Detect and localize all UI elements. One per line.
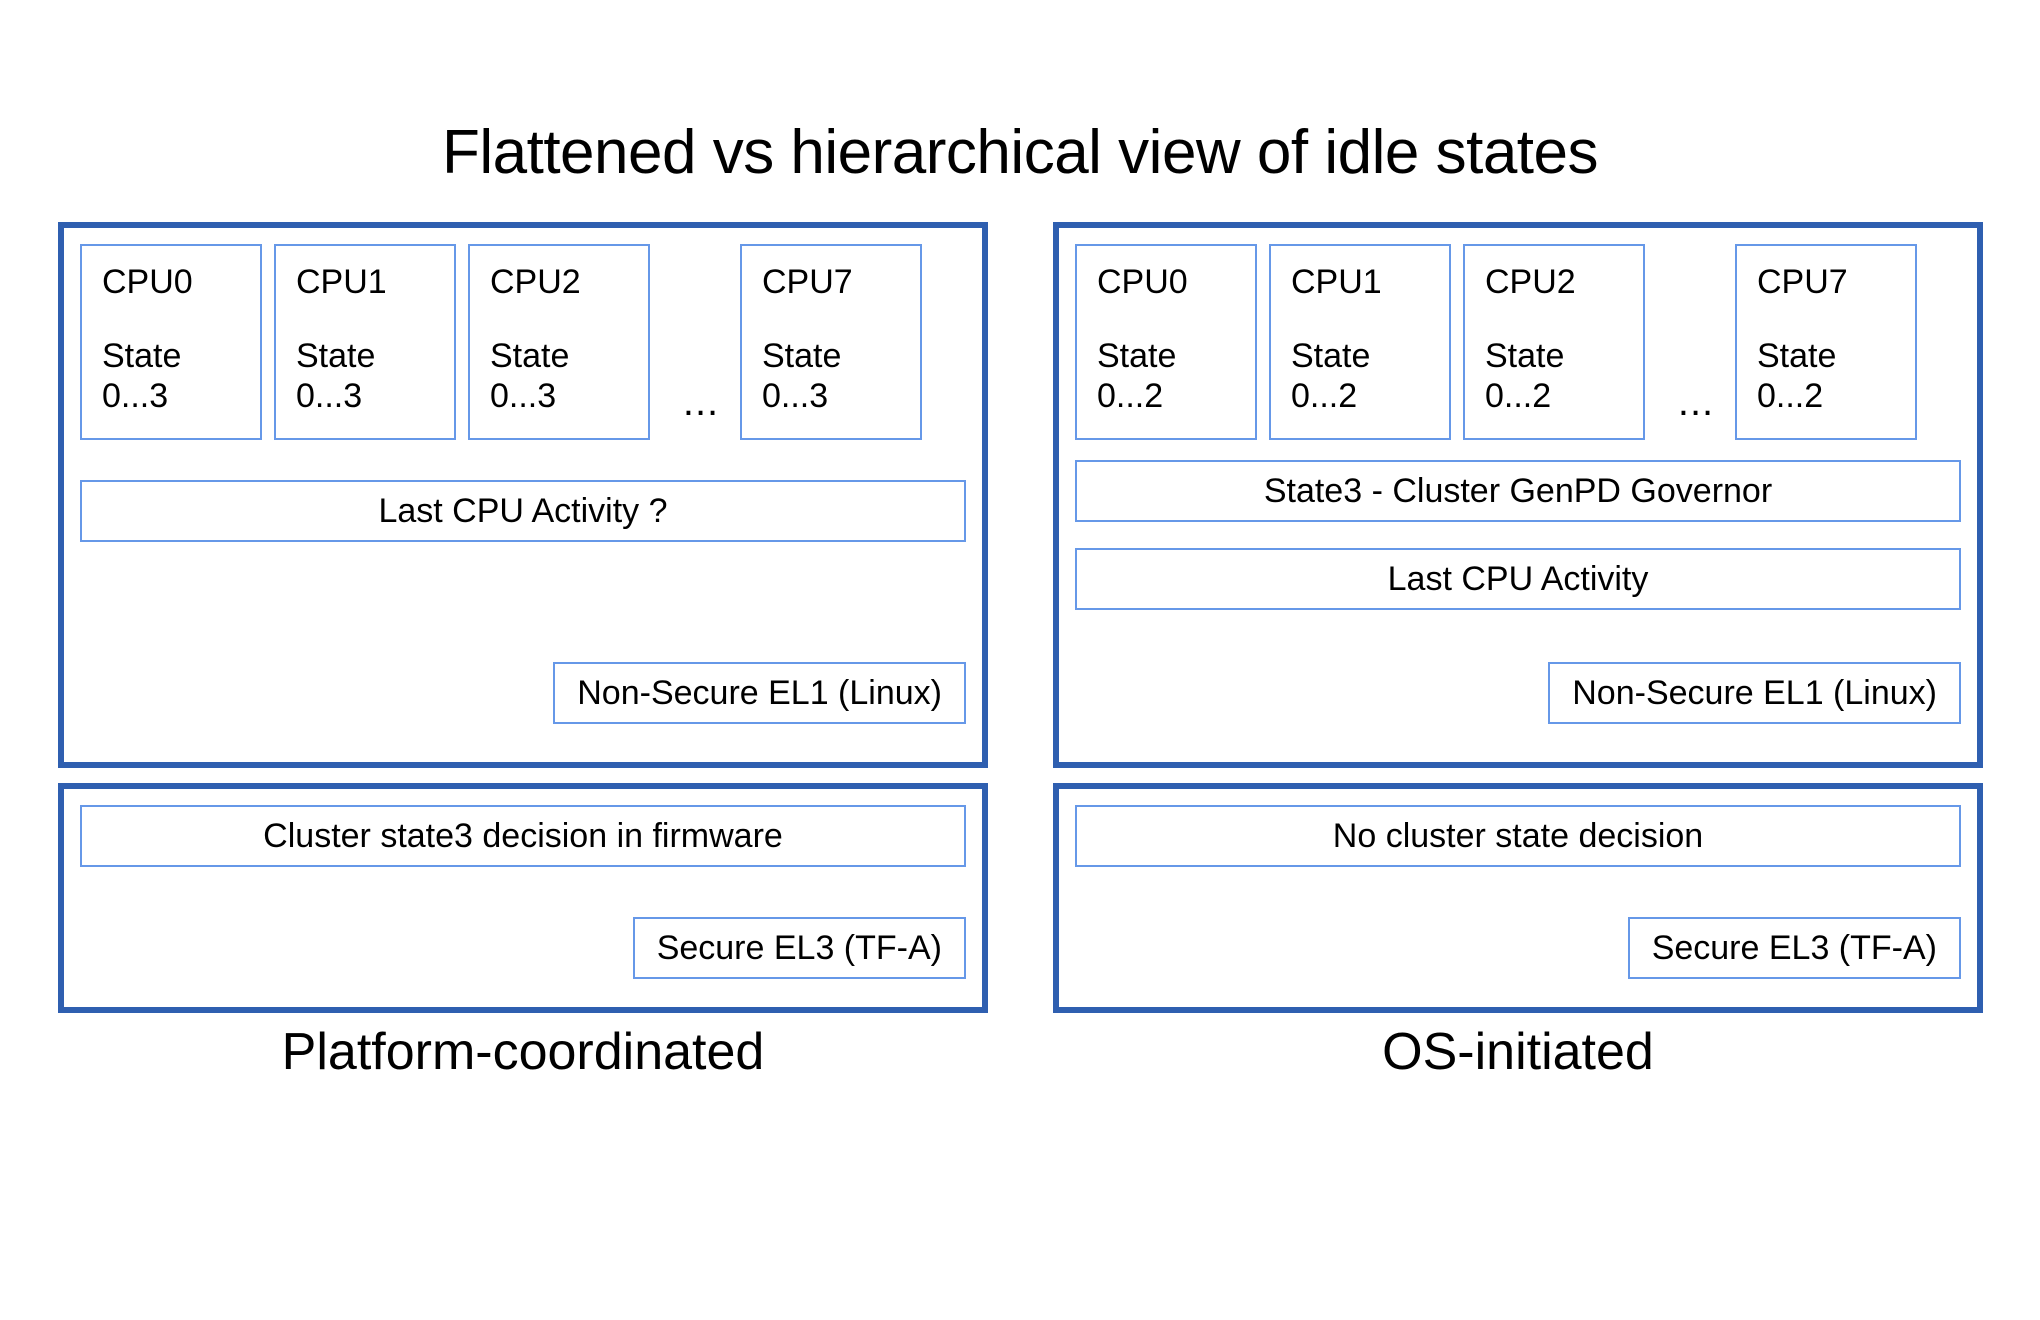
- column-os-initiated: CPU0 State 0...2 CPU1 State 0...2 CPU2: [1053, 222, 1983, 1013]
- cpu-state-label: State: [102, 337, 182, 375]
- cpu-state-range: 0...2: [1757, 377, 1824, 415]
- secure-el3-label: Secure EL3 (TF-A): [632, 917, 966, 979]
- secure-el3-panel: No cluster state decision Secure EL3 (TF…: [1053, 783, 1983, 1013]
- cpu-state-range: 0...2: [1097, 377, 1164, 415]
- cpu-state: State 0...3: [490, 336, 569, 416]
- cpu-name: CPU7: [762, 263, 853, 301]
- cpu-state-label: State: [1097, 337, 1177, 375]
- cpu-box-1[interactable]: CPU1 State 0...3: [274, 244, 456, 440]
- cpu-name: CPU0: [102, 263, 193, 301]
- cpu-name: CPU0: [1097, 263, 1188, 301]
- column-platform-coordinated: CPU0 State 0...3 CPU1 State 0...3 CPU2: [58, 222, 988, 1013]
- cpu-state: State 0...2: [1485, 336, 1564, 416]
- cpu-name: CPU2: [490, 263, 581, 301]
- cpu-box-1[interactable]: CPU1 State 0...2: [1269, 244, 1451, 440]
- cpu-state-range: 0...2: [1485, 377, 1552, 415]
- secure-el3-label: Secure EL3 (TF-A): [1627, 917, 1961, 979]
- cpu-state: State 0...3: [296, 336, 375, 416]
- non-secure-el1-label: Non-Secure EL1 (Linux): [1548, 662, 1961, 724]
- cpu-ellipsis: ...: [682, 380, 720, 424]
- cpu-state-label: State: [1291, 337, 1371, 375]
- non-secure-el1-label-wrap: Non-Secure EL1 (Linux): [1548, 662, 1961, 724]
- cpu-state-range: 0...3: [102, 377, 169, 415]
- cpu-ellipsis: ...: [1677, 380, 1715, 424]
- cpu-box-7[interactable]: CPU7 State 0...3: [740, 244, 922, 440]
- cpu-state-label: State: [762, 337, 842, 375]
- non-secure-el1-panel: CPU0 State 0...3 CPU1 State 0...3 CPU2: [58, 222, 988, 768]
- caption-platform-coordinated: Platform-coordinated: [281, 1023, 765, 1081]
- cpu-row: CPU0 State 0...3 CPU1 State 0...3 CPU2: [80, 244, 966, 444]
- cpu-box-2[interactable]: CPU2 State 0...2: [1463, 244, 1645, 440]
- cpu-state: State 0...3: [102, 336, 181, 416]
- cpu-state-label: State: [490, 337, 570, 375]
- cpu-state-label: State: [1757, 337, 1837, 375]
- last-cpu-activity-box[interactable]: Last CPU Activity: [1075, 548, 1961, 610]
- page-title: Flattened vs hierarchical view of idle s…: [441, 118, 1599, 187]
- cpu-state-range: 0...3: [762, 377, 829, 415]
- cpu-state-range: 0...2: [1291, 377, 1358, 415]
- no-cluster-decision-box[interactable]: No cluster state decision: [1075, 805, 1961, 867]
- cpu-state: State 0...2: [1757, 336, 1836, 416]
- cpu-name: CPU1: [296, 263, 387, 301]
- cpu-state: State 0...2: [1097, 336, 1176, 416]
- cpu-state: State 0...2: [1291, 336, 1370, 416]
- cpu-box-0[interactable]: CPU0 State 0...3: [80, 244, 262, 440]
- secure-el3-panel: Cluster state3 decision in firmware Secu…: [58, 783, 988, 1013]
- caption-os-initiated: OS-initiated: [1382, 1023, 1654, 1081]
- cpu-state: State 0...3: [762, 336, 841, 416]
- cluster-genpd-governor-box[interactable]: State3 - Cluster GenPD Governor: [1075, 460, 1961, 522]
- cpu-name: CPU7: [1757, 263, 1848, 301]
- cpu-state-range: 0...3: [296, 377, 363, 415]
- cpu-name: CPU1: [1291, 263, 1382, 301]
- cpu-row: CPU0 State 0...2 CPU1 State 0...2 CPU2: [1075, 244, 1961, 444]
- non-secure-el1-label: Non-Secure EL1 (Linux): [553, 662, 966, 724]
- non-secure-el1-panel: CPU0 State 0...2 CPU1 State 0...2 CPU2: [1053, 222, 1983, 768]
- cpu-box-2[interactable]: CPU2 State 0...3: [468, 244, 650, 440]
- cluster-decision-box[interactable]: Cluster state3 decision in firmware: [80, 805, 966, 867]
- cpu-state-label: State: [296, 337, 376, 375]
- non-secure-el1-label-wrap: Non-Secure EL1 (Linux): [553, 662, 966, 724]
- cpu-state-range: 0...3: [490, 377, 557, 415]
- last-cpu-activity-box[interactable]: Last CPU Activity ?: [80, 480, 966, 542]
- secure-el3-label-wrap: Secure EL3 (TF-A): [632, 917, 966, 979]
- cpu-state-label: State: [1485, 337, 1565, 375]
- cpu-box-7[interactable]: CPU7 State 0...2: [1735, 244, 1917, 440]
- cpu-box-0[interactable]: CPU0 State 0...2: [1075, 244, 1257, 440]
- secure-el3-label-wrap: Secure EL3 (TF-A): [1627, 917, 1961, 979]
- cpu-name: CPU2: [1485, 263, 1576, 301]
